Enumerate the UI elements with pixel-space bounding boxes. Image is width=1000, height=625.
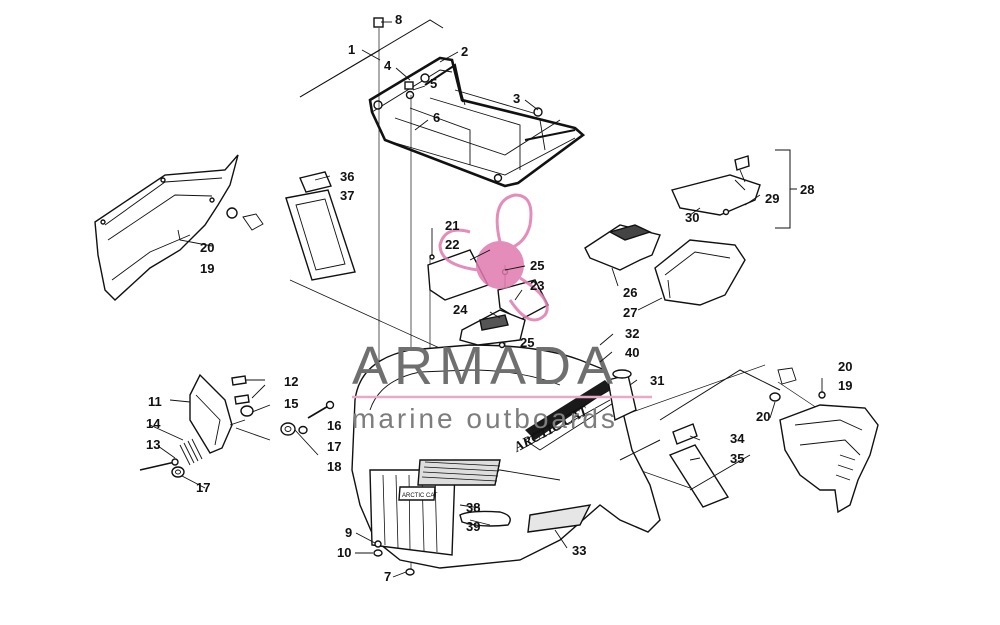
callout-21: 21	[445, 218, 459, 233]
side-decals-34-35	[619, 369, 781, 508]
callout-14: 14	[146, 416, 161, 431]
callout-20-right-low: 20	[756, 409, 770, 424]
watermark-brand: ARMADA	[352, 336, 619, 396]
callout-9: 9	[345, 525, 352, 540]
callout-5: 5	[430, 76, 437, 91]
callout-26: 26	[623, 285, 637, 300]
callout-36: 36	[340, 169, 354, 184]
watermark-tagline: marine outboards	[352, 403, 618, 434]
callout-7: 7	[384, 569, 391, 584]
callout-19-right: 19	[838, 378, 852, 393]
front-rack	[299, 17, 586, 188]
callout-22: 22	[445, 237, 459, 252]
callout-25-top: 25	[530, 258, 544, 273]
callout-40: 40	[625, 345, 639, 360]
callout-6: 6	[433, 110, 440, 125]
armada-watermark: ARMADA marine outboards	[352, 193, 652, 434]
callout-3: 3	[513, 91, 520, 106]
callout-1: 1	[348, 42, 355, 57]
callout-30: 30	[685, 210, 699, 225]
callout-33: 33	[572, 543, 586, 558]
callout-10: 10	[337, 545, 351, 560]
storage-compartment	[584, 149, 797, 306]
small-plate-text: ARCTIC CAT	[402, 493, 438, 499]
front-fender-body: ARCTIC CAT ARCTIC CAT	[351, 344, 661, 569]
callout-39: 39	[466, 519, 480, 534]
propeller-logo	[438, 193, 549, 322]
callout-29: 29	[765, 191, 779, 206]
callout-18: 18	[327, 459, 341, 474]
callout-13: 13	[146, 437, 160, 452]
callout-8: 8	[395, 12, 402, 27]
callout-15: 15	[284, 396, 298, 411]
callout-19-left: 19	[200, 261, 214, 276]
callout-25-low: 25	[520, 335, 534, 350]
callout-4: 4	[384, 58, 392, 73]
callout-27: 27	[623, 305, 637, 320]
side-decals-36-37	[285, 171, 356, 281]
callout-17-mid: 17	[327, 439, 341, 454]
leader-lines	[149, 21, 823, 578]
callout-23: 23	[530, 278, 544, 293]
callout-38: 38	[466, 500, 480, 515]
left-side-panel	[94, 154, 264, 301]
callout-11: 11	[148, 394, 162, 409]
callout-16: 16	[327, 418, 341, 433]
callout-17-left: 17	[196, 480, 210, 495]
left-headlight-assembly	[139, 373, 335, 478]
bottom-fasteners	[373, 540, 415, 576]
callout-37: 37	[340, 188, 354, 203]
callout-2: 2	[461, 44, 468, 59]
callout-20-left: 20	[200, 240, 214, 255]
right-side-panel	[769, 367, 879, 514]
callout-32: 32	[625, 326, 639, 341]
callout-28: 28	[800, 182, 814, 197]
callout-labels: 1 2 3 4 5 6 7 8 9 10 11 12 13 14 15 16 1…	[146, 12, 852, 584]
callout-12: 12	[284, 374, 298, 389]
callout-20-right-top: 20	[838, 359, 852, 374]
callout-34: 34	[730, 431, 745, 446]
callout-31: 31	[650, 373, 664, 388]
callout-35: 35	[730, 451, 744, 466]
callout-24: 24	[453, 302, 468, 317]
